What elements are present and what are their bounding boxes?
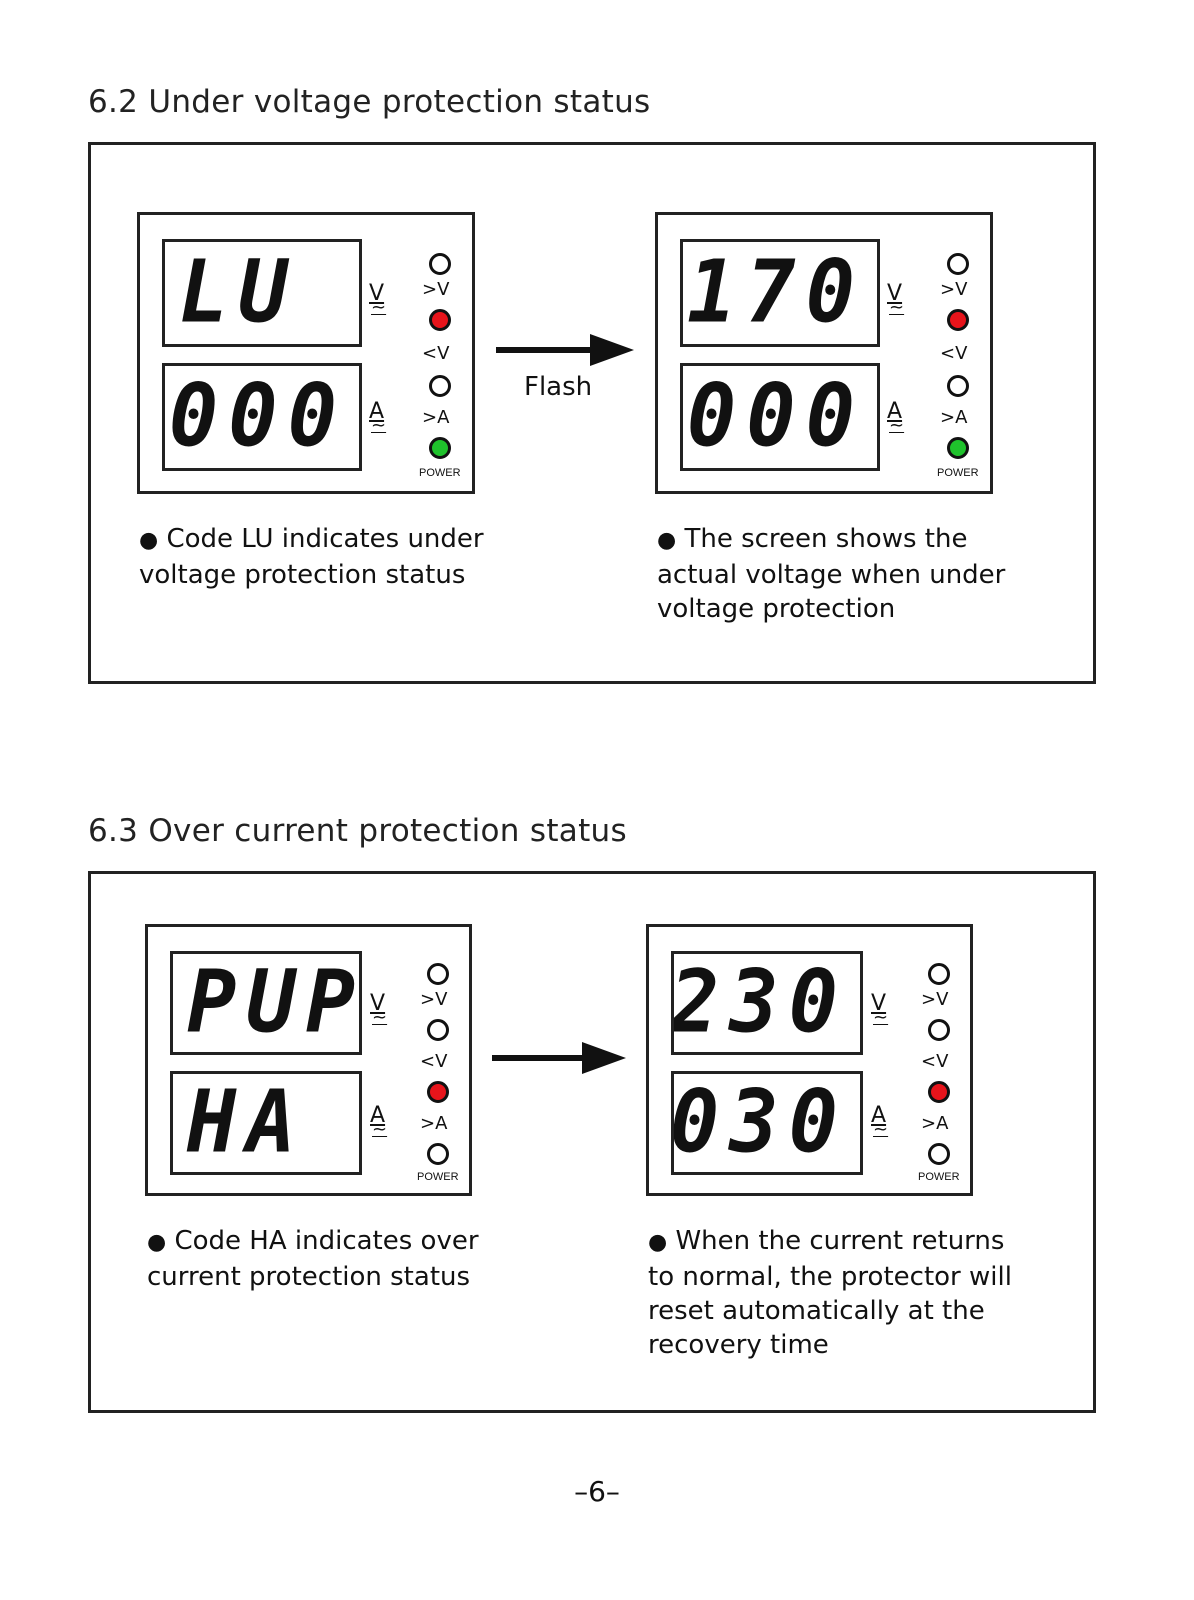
led-indicator	[429, 375, 451, 397]
current-unit-label: A~	[871, 1103, 889, 1140]
led-power	[427, 1143, 449, 1165]
page-number: –6–	[574, 1475, 620, 1508]
led-indicator	[947, 375, 969, 397]
led-over-voltage-red	[947, 309, 969, 331]
led-power	[928, 1143, 950, 1165]
current-unit-label: A~	[887, 399, 905, 436]
section-63-frame	[88, 871, 1096, 1413]
section-63-heading: 6.3 Over current protection status	[88, 813, 627, 849]
current-display: 030	[671, 1071, 863, 1175]
voltage-display: LU	[162, 239, 362, 347]
current-display: 000	[162, 363, 362, 471]
note-lu: ● Code LU indicates under voltage protec…	[139, 524, 484, 590]
led-label: >A	[420, 1113, 448, 1134]
led-label: <V	[420, 1051, 448, 1072]
meter-device-lu: LU 000 V~ A~ >V <V >A POWER	[137, 212, 475, 494]
led-indicator	[429, 253, 451, 275]
voltage-unit-label: V~	[370, 991, 388, 1028]
current-display: 000	[680, 363, 880, 471]
led-label: >A	[422, 407, 450, 428]
led-label: >V	[420, 989, 448, 1010]
led-label: >A	[921, 1113, 949, 1134]
bullet-icon: ●	[139, 528, 159, 553]
led-label: >V	[422, 279, 450, 300]
current-unit-label: A~	[370, 1103, 388, 1140]
bullet-icon: ●	[657, 528, 677, 553]
arrow-right-icon	[492, 1042, 626, 1074]
current-display: HA	[170, 1071, 362, 1175]
led-indicator	[427, 1019, 449, 1041]
note-actual-voltage: ● The screen shows the actual voltage wh…	[657, 524, 1006, 624]
bullet-icon: ●	[648, 1230, 668, 1255]
led-indicator	[427, 963, 449, 985]
voltage-display: 170	[680, 239, 880, 347]
power-label: POWER	[419, 467, 461, 479]
voltage-unit-label: V~	[871, 991, 889, 1028]
led-label: >V	[921, 989, 949, 1010]
power-label: POWER	[417, 1171, 459, 1183]
led-indicator	[928, 963, 950, 985]
flash-label: Flash	[524, 372, 593, 402]
arrow-right-icon	[496, 334, 634, 366]
led-indicator	[947, 253, 969, 275]
led-over-voltage-red	[429, 309, 451, 331]
led-over-current-red	[427, 1081, 449, 1103]
bullet-icon: ●	[147, 1230, 167, 1255]
led-label: >V	[940, 279, 968, 300]
note-auto-reset: ● When the current returns to normal, th…	[648, 1226, 1012, 1360]
led-power-green	[947, 437, 969, 459]
led-label: <V	[921, 1051, 949, 1072]
led-indicator	[928, 1019, 950, 1041]
section-62-frame	[88, 142, 1096, 684]
power-label: POWER	[918, 1171, 960, 1183]
voltage-display: PUP	[170, 951, 362, 1055]
power-label: POWER	[937, 467, 979, 479]
led-over-current-red	[928, 1081, 950, 1103]
section-62-heading: 6.2 Under voltage protection status	[88, 84, 651, 120]
current-unit-label: A~	[369, 399, 387, 436]
meter-device-ha: PUP HA V~ A~ >V <V >A POWER	[145, 924, 472, 1196]
meter-device-170: 170 000 V~ A~ >V <V >A POWER	[655, 212, 993, 494]
led-label: <V	[940, 343, 968, 364]
meter-device-230: 230 030 V~ A~ >V <V >A POWER	[646, 924, 973, 1196]
voltage-unit-label: V~	[369, 281, 387, 318]
led-label: <V	[422, 343, 450, 364]
led-label: >A	[940, 407, 968, 428]
voltage-unit-label: V~	[887, 281, 905, 318]
led-power-green	[429, 437, 451, 459]
note-ha: ● Code HA indicates over current protect…	[147, 1226, 479, 1292]
voltage-display: 230	[671, 951, 863, 1055]
